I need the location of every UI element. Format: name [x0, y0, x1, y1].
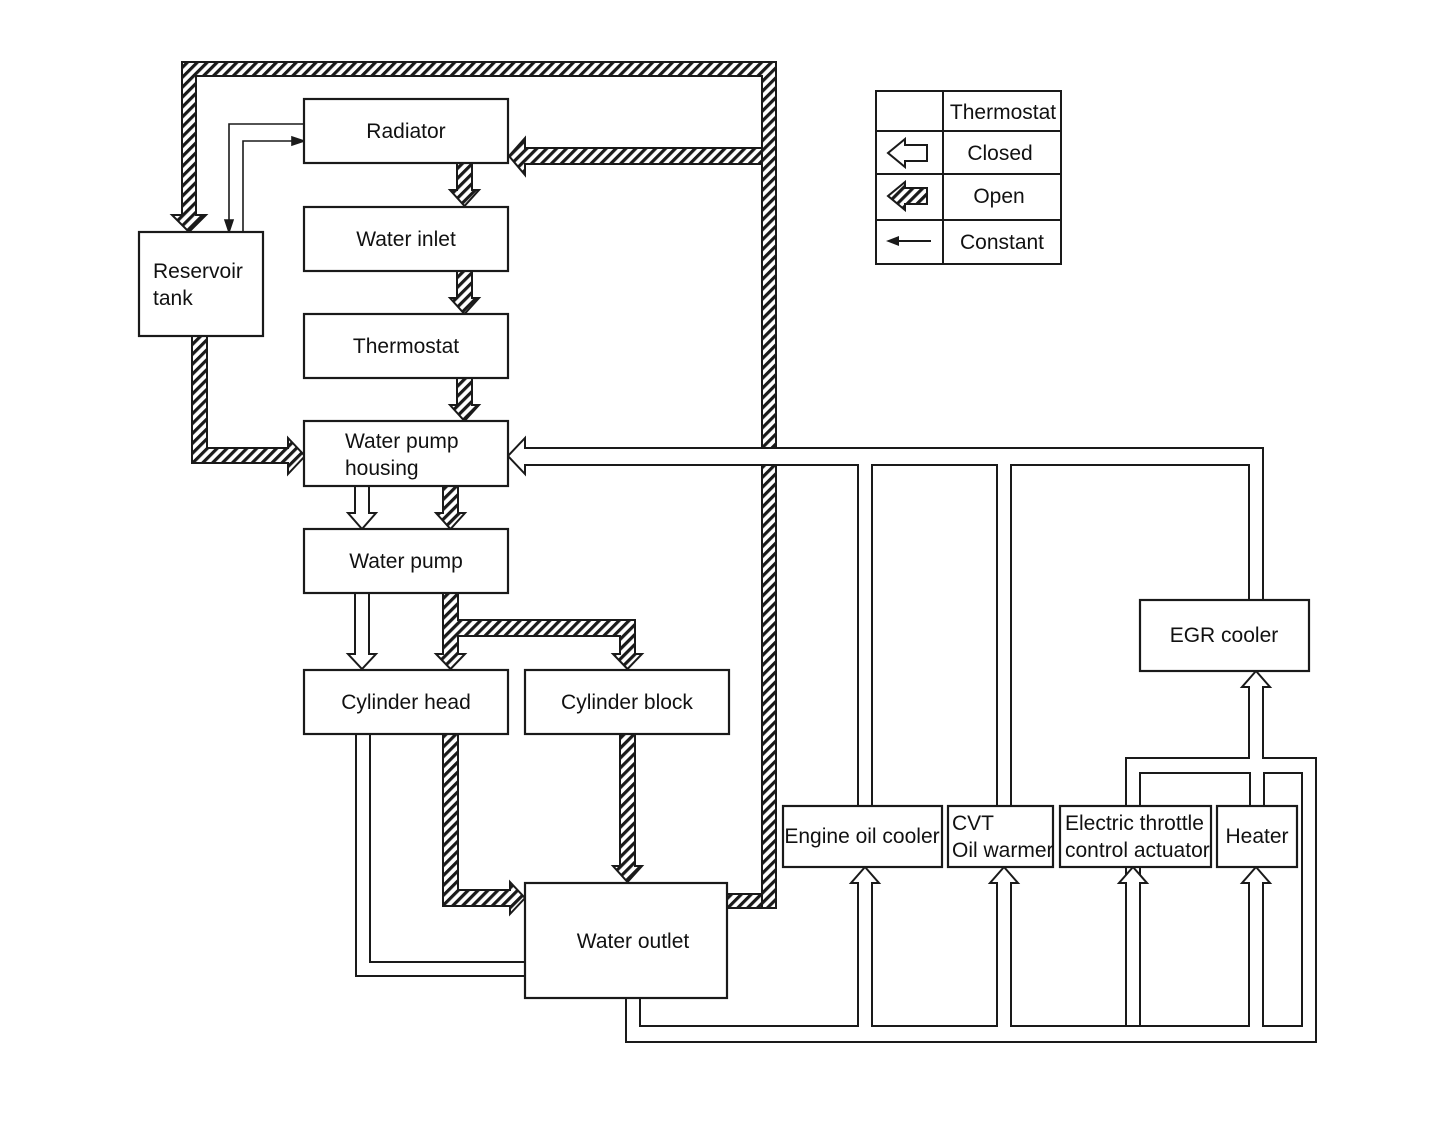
water-inlet-box: Water inlet: [302, 205, 510, 273]
white-head-bypass-to-outlet: [355, 733, 526, 977]
heater-label: Heater: [1225, 825, 1288, 848]
legend-closed-arrow-icon: [886, 136, 928, 170]
legend-open-arrow-icon: [886, 179, 928, 213]
engine-oil-cooler-box: Engine oil cooler: [781, 804, 944, 869]
water-pump-housing-label-1: Water pump: [345, 430, 459, 453]
reservoir-tank-label-1: Reservoir: [153, 260, 243, 283]
legend: Thermostat Closed Open Constant: [875, 90, 1062, 265]
reservoir-tank-label-2: tank: [153, 287, 193, 310]
white-arrow-housing-to-pump: [345, 485, 379, 531]
hatched-arrow-housing-to-pump: [433, 485, 468, 531]
hatched-reservoir-to-pump-housing: [191, 335, 307, 477]
hatched-block-to-outlet: [610, 733, 645, 884]
legend-header: Thermostat: [950, 101, 1056, 124]
white-arrow-into-throttle: [1116, 865, 1150, 1027]
cvt-oil-warmer-label-2: Oil warmer: [952, 839, 1054, 862]
water-outlet-box: Water outlet: [523, 881, 729, 1000]
component-boxes: Radiator Water inlet Thermostat Water pu…: [137, 97, 1311, 1000]
reservoir-tank-box: Reservoir tank: [137, 230, 265, 338]
legend-closed-label: Closed: [967, 142, 1032, 165]
hatched-arrow-thermostat-to-housing: [447, 377, 482, 423]
constant-flow-lines: [223, 123, 307, 235]
electric-throttle-label-2: control actuator: [1065, 839, 1210, 862]
water-pump-housing-label-2: housing: [345, 457, 419, 480]
engine-oil-cooler-label: Engine oil cooler: [784, 825, 939, 848]
cylinder-block-label: Cylinder block: [561, 691, 693, 714]
water-pump-label: Water pump: [349, 550, 463, 573]
white-arrow-pump-to-head: [345, 592, 379, 671]
hatched-loop-to-reservoir: [169, 61, 777, 909]
thermostat-label: Thermostat: [353, 335, 459, 358]
electric-throttle-box: Electric throttle control actuator: [1058, 804, 1213, 869]
hatched-pump-to-head-and-block: [433, 592, 645, 671]
hatched-arrow-inlet-to-thermostat: [447, 270, 482, 316]
hatched-head-to-outlet: [442, 733, 527, 917]
water-pump-housing-box: Water pump housing: [302, 419, 510, 488]
legend-constant-arrow-icon: [886, 236, 931, 246]
heater-box: Heater: [1215, 804, 1299, 869]
hatched-arrow-into-radiator: [507, 135, 763, 178]
electric-throttle-label-1: Electric throttle: [1065, 812, 1204, 835]
legend-constant-label: Constant: [960, 231, 1044, 254]
hatched-arrow-radiator-to-inlet: [447, 162, 482, 208]
water-inlet-label: Water inlet: [356, 228, 456, 251]
water-outlet-label: Water outlet: [577, 930, 690, 953]
cylinder-head-box: Cylinder head: [302, 668, 510, 736]
cvt-oil-warmer-label-1: CVT: [952, 812, 994, 835]
egr-cooler-label: EGR cooler: [1170, 624, 1279, 647]
radiator-label: Radiator: [366, 120, 445, 143]
hatched-outlet-to-riser: [725, 893, 763, 909]
cylinder-block-box: Cylinder block: [523, 668, 731, 736]
radiator-box: Radiator: [302, 97, 510, 165]
water-pump-box: Water pump: [302, 527, 510, 595]
legend-open-label: Open: [973, 185, 1024, 208]
thermostat-box: Thermostat: [302, 312, 510, 380]
cvt-oil-warmer-box: CVT Oil warmer: [946, 804, 1055, 869]
egr-cooler-box: EGR cooler: [1138, 598, 1311, 673]
cylinder-head-label: Cylinder head: [341, 691, 471, 714]
open-flow-paths: [169, 61, 777, 917]
